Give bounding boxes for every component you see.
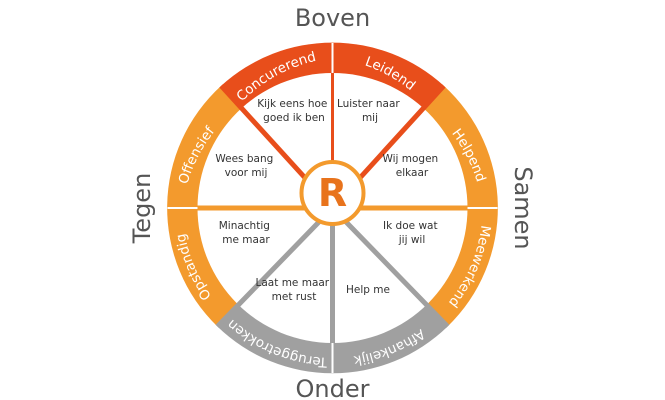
inner-label-wij: Wij mogen elkaar <box>382 153 441 179</box>
inner-label-minachtig: Minachtig me maar <box>219 220 274 246</box>
inner-label-laat: Laat me maar met rust <box>256 277 333 303</box>
axis-label-left: Tegen <box>128 173 156 245</box>
center-letter: R <box>318 171 347 215</box>
axis-label-right: Samen <box>509 166 537 249</box>
inner-label-help: Help me <box>346 284 390 296</box>
axis-label-top: Boven <box>295 4 370 32</box>
inner-label-luister: Luister naar mij <box>337 98 403 124</box>
divider-lower-right <box>330 206 450 329</box>
center-circle <box>299 160 366 226</box>
divider-lower-left <box>215 206 335 329</box>
inner-label-ikdoe: Ik doe wat jij wil <box>383 220 441 246</box>
inner-label-kijk: Kijk eens hoe goed ik ben <box>257 98 330 124</box>
axis-label-bottom: Onder <box>296 375 370 400</box>
inner-label-wees: Wees bang voor mij <box>215 153 276 179</box>
